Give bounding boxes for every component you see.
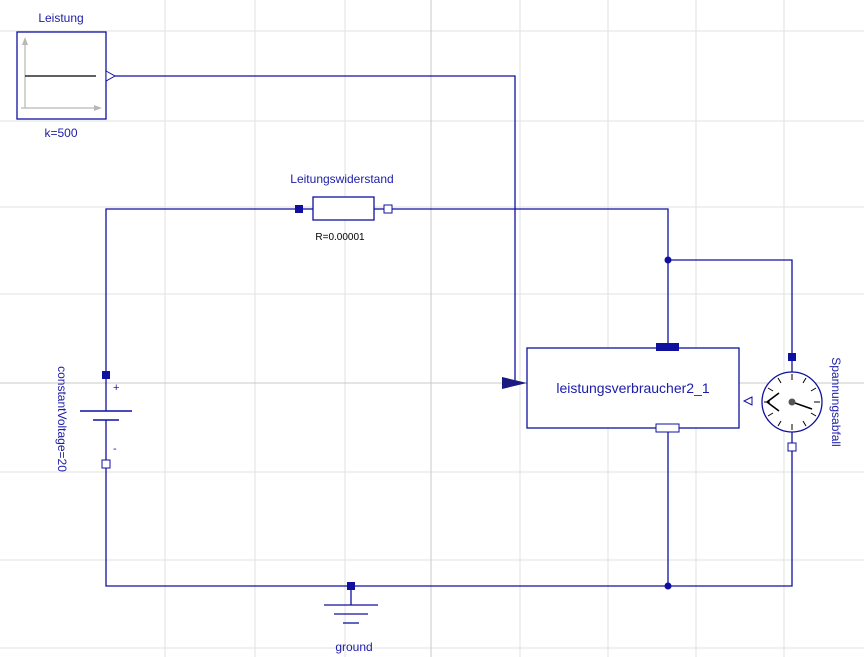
- voltmeter-port-p[interactable]: [788, 353, 796, 361]
- wire-node-to-voltmeter: [668, 259, 793, 357]
- leistung-param: k=500: [44, 126, 77, 140]
- signal-wire: [115, 75, 516, 384]
- resistor-icon: [312, 196, 375, 221]
- wire-resistor-to-node: [388, 208, 669, 344]
- consumer-input-arrow[interactable]: [502, 377, 527, 389]
- ground-block[interactable]: [324, 582, 378, 624]
- constant-source-icon: [21, 37, 102, 111]
- wire-voltmeter-to-ground: [668, 447, 793, 587]
- consumer-block[interactable]: [502, 343, 753, 433]
- ground-label: ground: [335, 640, 372, 654]
- resistor-port-n[interactable]: [383, 204, 393, 214]
- leistung-block[interactable]: [16, 31, 117, 120]
- battery-icon: [80, 379, 132, 460]
- voltmeter-label: Spannungsabfall: [829, 357, 843, 446]
- consumer-port-p[interactable]: [656, 343, 679, 351]
- ground-icon: [324, 604, 378, 624]
- voltage-source-block[interactable]: + -: [80, 371, 132, 469]
- source-port-n[interactable]: [101, 459, 111, 469]
- junction-bottom: [664, 582, 672, 590]
- consumer-label: leistungsverbraucher2_1: [556, 380, 710, 396]
- wire-source-to-ground: [105, 464, 668, 587]
- source-plus-sign: +: [113, 382, 119, 394]
- resistor-port-p[interactable]: [295, 205, 303, 213]
- junction-top: [664, 256, 672, 264]
- wire-source-to-resistor: [105, 208, 299, 375]
- source-port-p[interactable]: [102, 371, 110, 379]
- consumer-output-arrow[interactable]: [742, 396, 753, 406]
- gauge-icon: [761, 371, 823, 433]
- voltmeter-port-n[interactable]: [787, 442, 797, 452]
- leistung-output-port[interactable]: [105, 70, 117, 82]
- voltmeter-block[interactable]: [761, 353, 823, 452]
- resistor-block[interactable]: [295, 196, 393, 221]
- resistor-title: Leitungswiderstand: [290, 172, 393, 186]
- resistor-param: R=0.00001: [315, 232, 365, 243]
- leistung-title: Leistung: [38, 11, 83, 25]
- ground-port[interactable]: [347, 582, 355, 590]
- source-label: constantVoltage=20: [55, 366, 69, 472]
- consumer-port-n[interactable]: [655, 423, 680, 433]
- wires: [105, 75, 793, 605]
- source-minus-sign: -: [113, 443, 117, 455]
